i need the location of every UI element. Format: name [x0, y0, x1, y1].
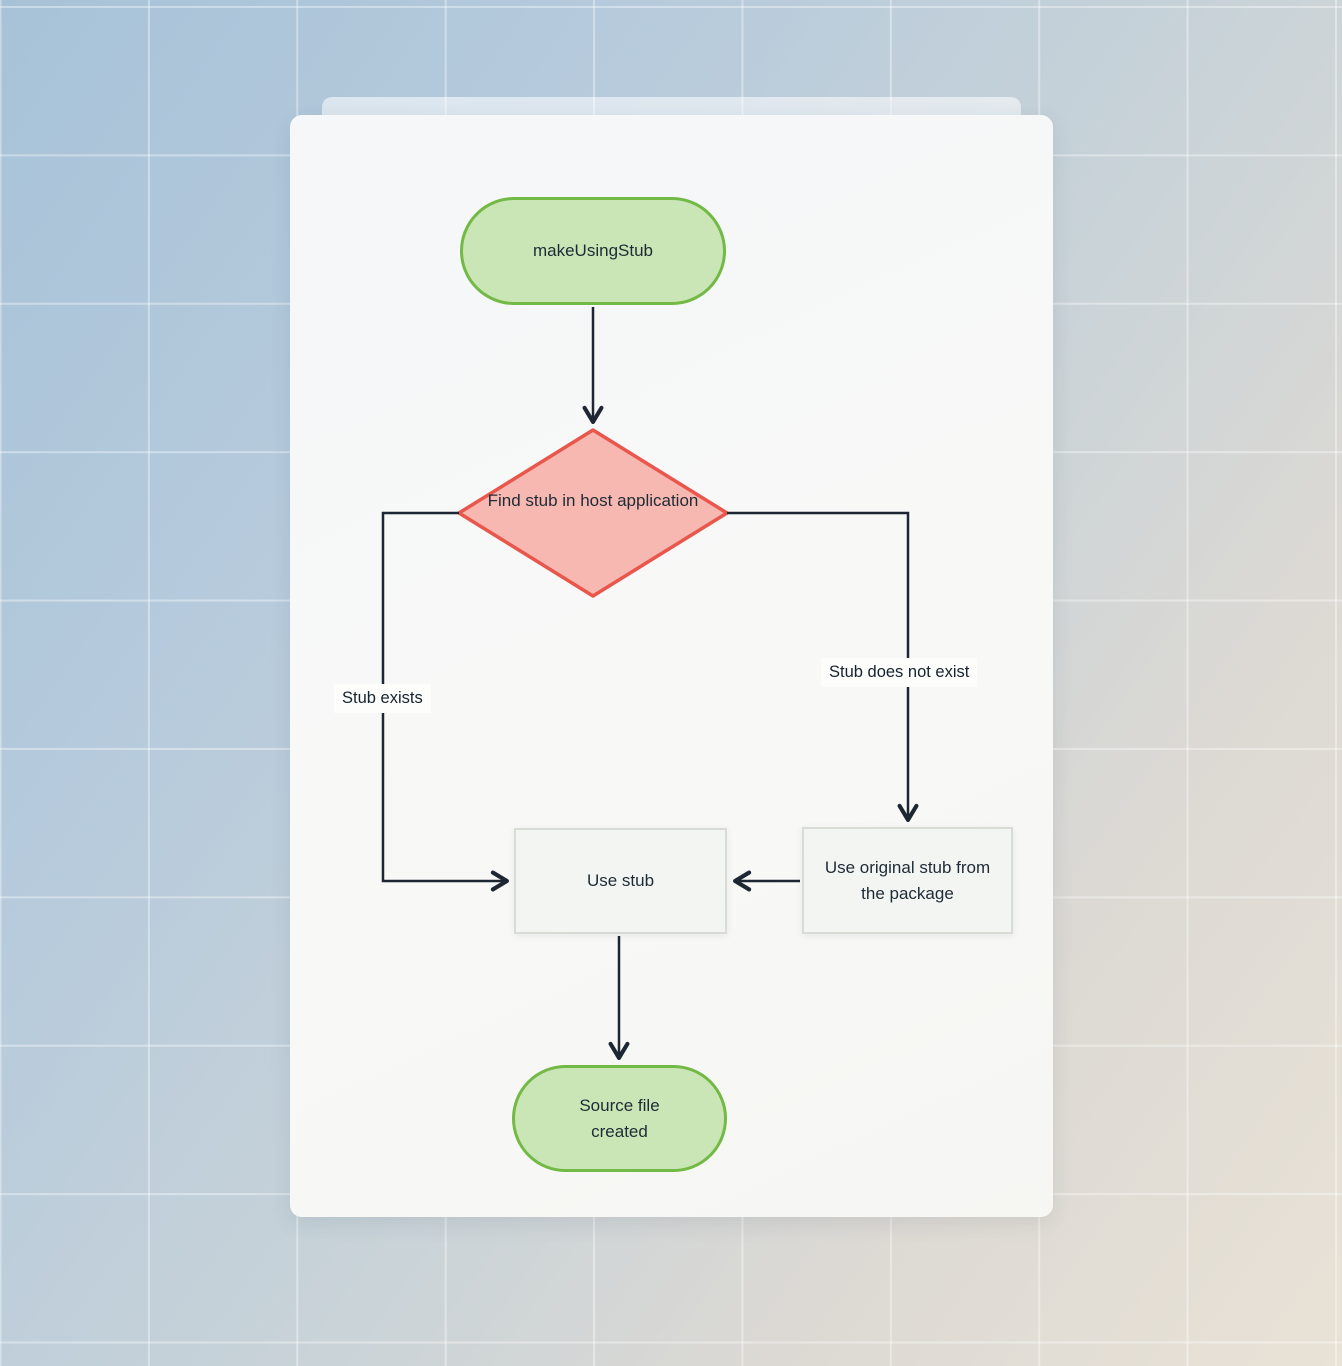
- edge-label-stub-does-not-exist-text: Stub does not exist: [829, 663, 970, 681]
- start-node[interactable]: makeUsingStub: [460, 197, 726, 305]
- use-original-node-label: Use original stub from the package: [824, 858, 991, 903]
- decision-node-text: Find stub in host application: [487, 491, 699, 510]
- use-original-node[interactable]: Use original stub from the package: [802, 827, 1013, 934]
- edge-label-stub-exists: Stub exists: [334, 684, 431, 714]
- use-stub-node[interactable]: Use stub: [514, 828, 727, 934]
- start-node-label: makeUsingStub: [532, 241, 653, 261]
- edge-label-stub-exists-text: Stub exists: [342, 689, 423, 707]
- use-stub-node-label: Use stub: [586, 871, 655, 891]
- end-node[interactable]: Source file created: [512, 1065, 727, 1172]
- decision-node-label: Find stub in host application: [483, 488, 703, 514]
- edge-label-stub-does-not-exist: Stub does not exist: [821, 658, 978, 688]
- end-node-label: Source file created: [579, 1096, 660, 1141]
